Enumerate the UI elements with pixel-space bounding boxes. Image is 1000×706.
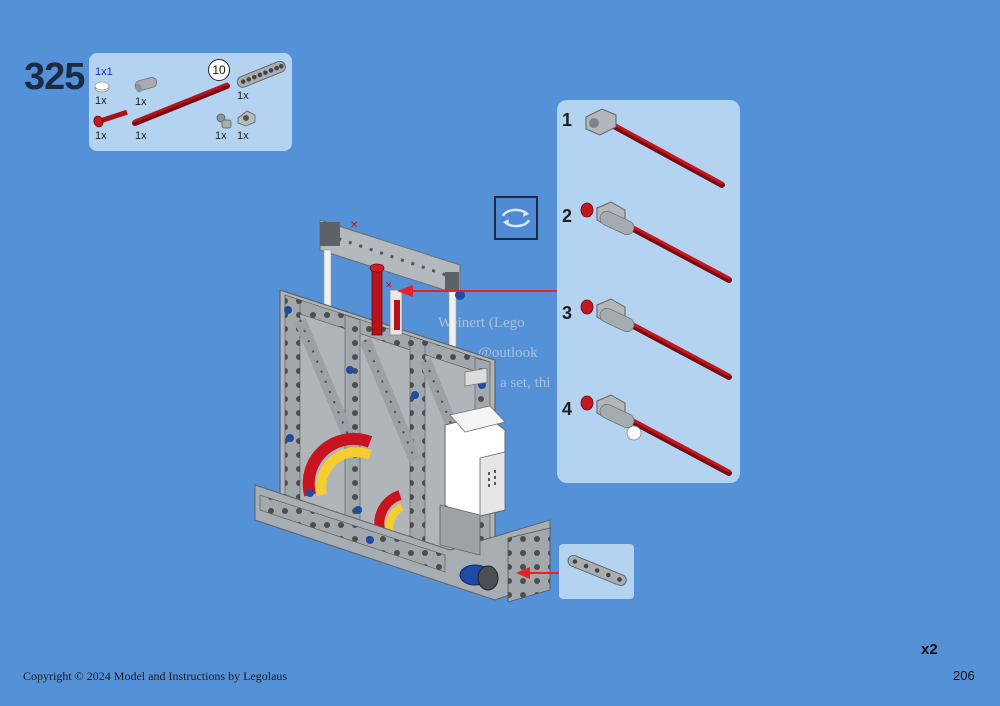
part-qty: 1x: [135, 130, 147, 142]
watermark-text: Weinert (Lego: [438, 315, 525, 331]
page-number: 206: [953, 668, 975, 683]
beam-icon: [236, 60, 286, 88]
part-qty: 1x: [95, 95, 107, 107]
substep-label: 1: [562, 110, 573, 130]
substep-4-illustration: [580, 394, 732, 476]
part-color-label: 1x1: [95, 66, 113, 78]
parts-list-box: 1x1 1x 1x 10 1x 1x: [89, 53, 292, 151]
substep-label: 4: [562, 399, 573, 419]
build-multiplier: x2: [921, 641, 938, 658]
part-qty: 1x: [135, 96, 147, 108]
pin-connector-icon: [134, 77, 158, 93]
part-qty: 1x: [95, 130, 107, 142]
ball-joint-icon: [216, 113, 232, 129]
insertion-arrow-icon: [397, 285, 558, 297]
copyright-text: Copyright © 2024 Model and Instructions …: [23, 669, 288, 683]
axle-pin-icon: [93, 109, 128, 128]
watermark-text: @outlook: [478, 345, 538, 361]
substep-label: 3: [562, 303, 573, 323]
watermark-text: a set, thi: [500, 375, 551, 391]
connector-icon: [237, 110, 256, 127]
length-badge: 10: [208, 59, 230, 81]
rotate-model-icon: [494, 196, 538, 240]
insertion-arrow-icon: [516, 567, 560, 579]
beam-callout-panel: [559, 544, 634, 599]
part-qty: 1x: [237, 130, 249, 142]
model-illustration: ✕ ✕: [254, 219, 551, 603]
svg-text:✕: ✕: [350, 220, 358, 231]
round-plate-icon: [94, 81, 110, 93]
substep-label: 2: [562, 206, 573, 226]
beam-5-icon: [567, 555, 627, 586]
part-qty: 1x: [237, 90, 249, 102]
substep-1-illustration: [585, 108, 725, 188]
substep-3-illustration: [580, 298, 732, 380]
subassembly-panel: 1 2 3 4: [557, 100, 740, 483]
step-number: 325: [24, 56, 85, 98]
part-qty: 1x: [215, 130, 227, 142]
long-axle-icon: [132, 82, 230, 126]
substep-2-illustration: [580, 201, 732, 283]
svg-text:✕: ✕: [385, 281, 393, 291]
